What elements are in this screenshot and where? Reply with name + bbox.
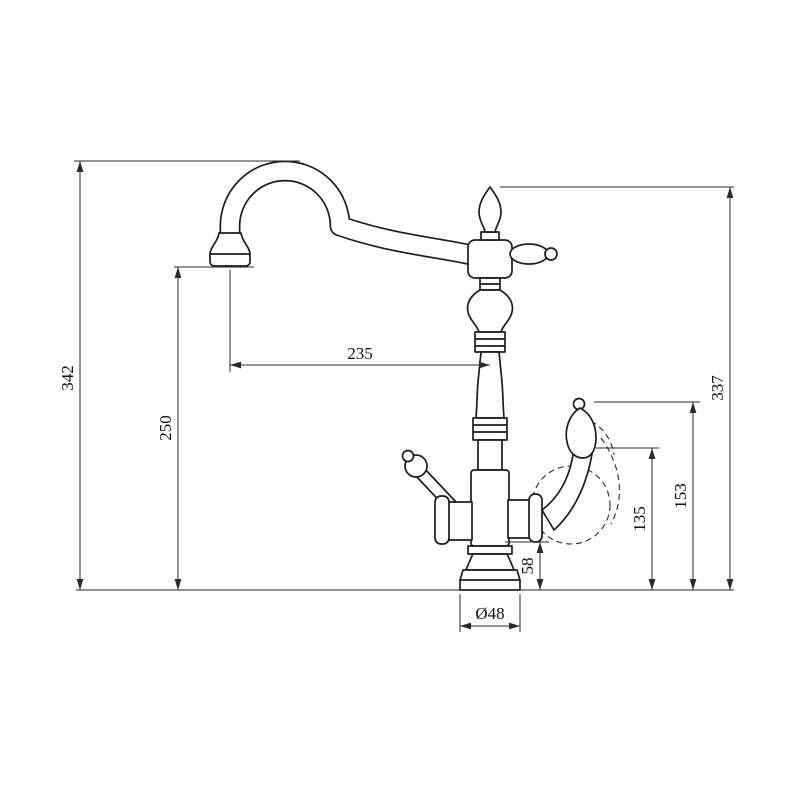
right-lever-stem (541, 449, 593, 531)
faucet-spout (209, 160, 487, 269)
base-diameter-label: Ø48 (475, 604, 504, 623)
right-handle (507, 397, 597, 543)
body-step-height-label: 58 (518, 558, 537, 575)
column-neck-2 (477, 439, 503, 471)
finial-collar (480, 231, 500, 241)
left-knob-cap (401, 449, 415, 463)
faucet-base (459, 545, 521, 591)
faucet-top (467, 186, 558, 279)
right-handle-flange (528, 493, 543, 543)
finial-ornament (478, 186, 502, 233)
left-handle-boss (446, 501, 473, 541)
column-shaft (475, 351, 505, 419)
faucet-column (466, 277, 514, 547)
body-cylinder (470, 469, 510, 547)
spout-reach-label: 235 (347, 344, 373, 363)
left-handle (401, 449, 473, 545)
left-handle-flange (434, 495, 450, 545)
dim-handle-lever-height: 135 (596, 447, 659, 590)
dim-overall-height-right: 337 (500, 186, 734, 590)
dim-base-diameter: Ø48 (459, 594, 521, 632)
base-flare (465, 553, 515, 571)
right-knob (565, 407, 597, 459)
dim-spout-reach: 235 (229, 270, 490, 372)
handle-lever-height-label: 135 (630, 506, 649, 532)
dim-body-step-height: 58 (505, 541, 549, 590)
side-teardrop-ornament (509, 243, 549, 265)
dim-handle-tip-height: 153 (594, 401, 700, 590)
base-ring (467, 545, 513, 555)
spout-tube-inner (221, 162, 487, 267)
overall-height-right-label: 337 (708, 375, 727, 401)
dim-spout-outlet-height: 250 (156, 266, 254, 590)
handle-tip-height-label: 153 (671, 483, 690, 509)
swing-arc-dashed-1 (600, 437, 620, 525)
spout-outlet-height-label: 250 (156, 415, 175, 441)
overall-height-left-label: 342 (58, 365, 77, 391)
spout-junction-collar (467, 239, 513, 279)
column-collar-2 (472, 417, 508, 441)
side-ornament-ball (544, 247, 558, 261)
column-collar-1 (474, 331, 506, 353)
column-vase (466, 289, 514, 333)
dim-overall-height-left: 342 (58, 160, 300, 590)
spout-nozzle (209, 232, 251, 267)
